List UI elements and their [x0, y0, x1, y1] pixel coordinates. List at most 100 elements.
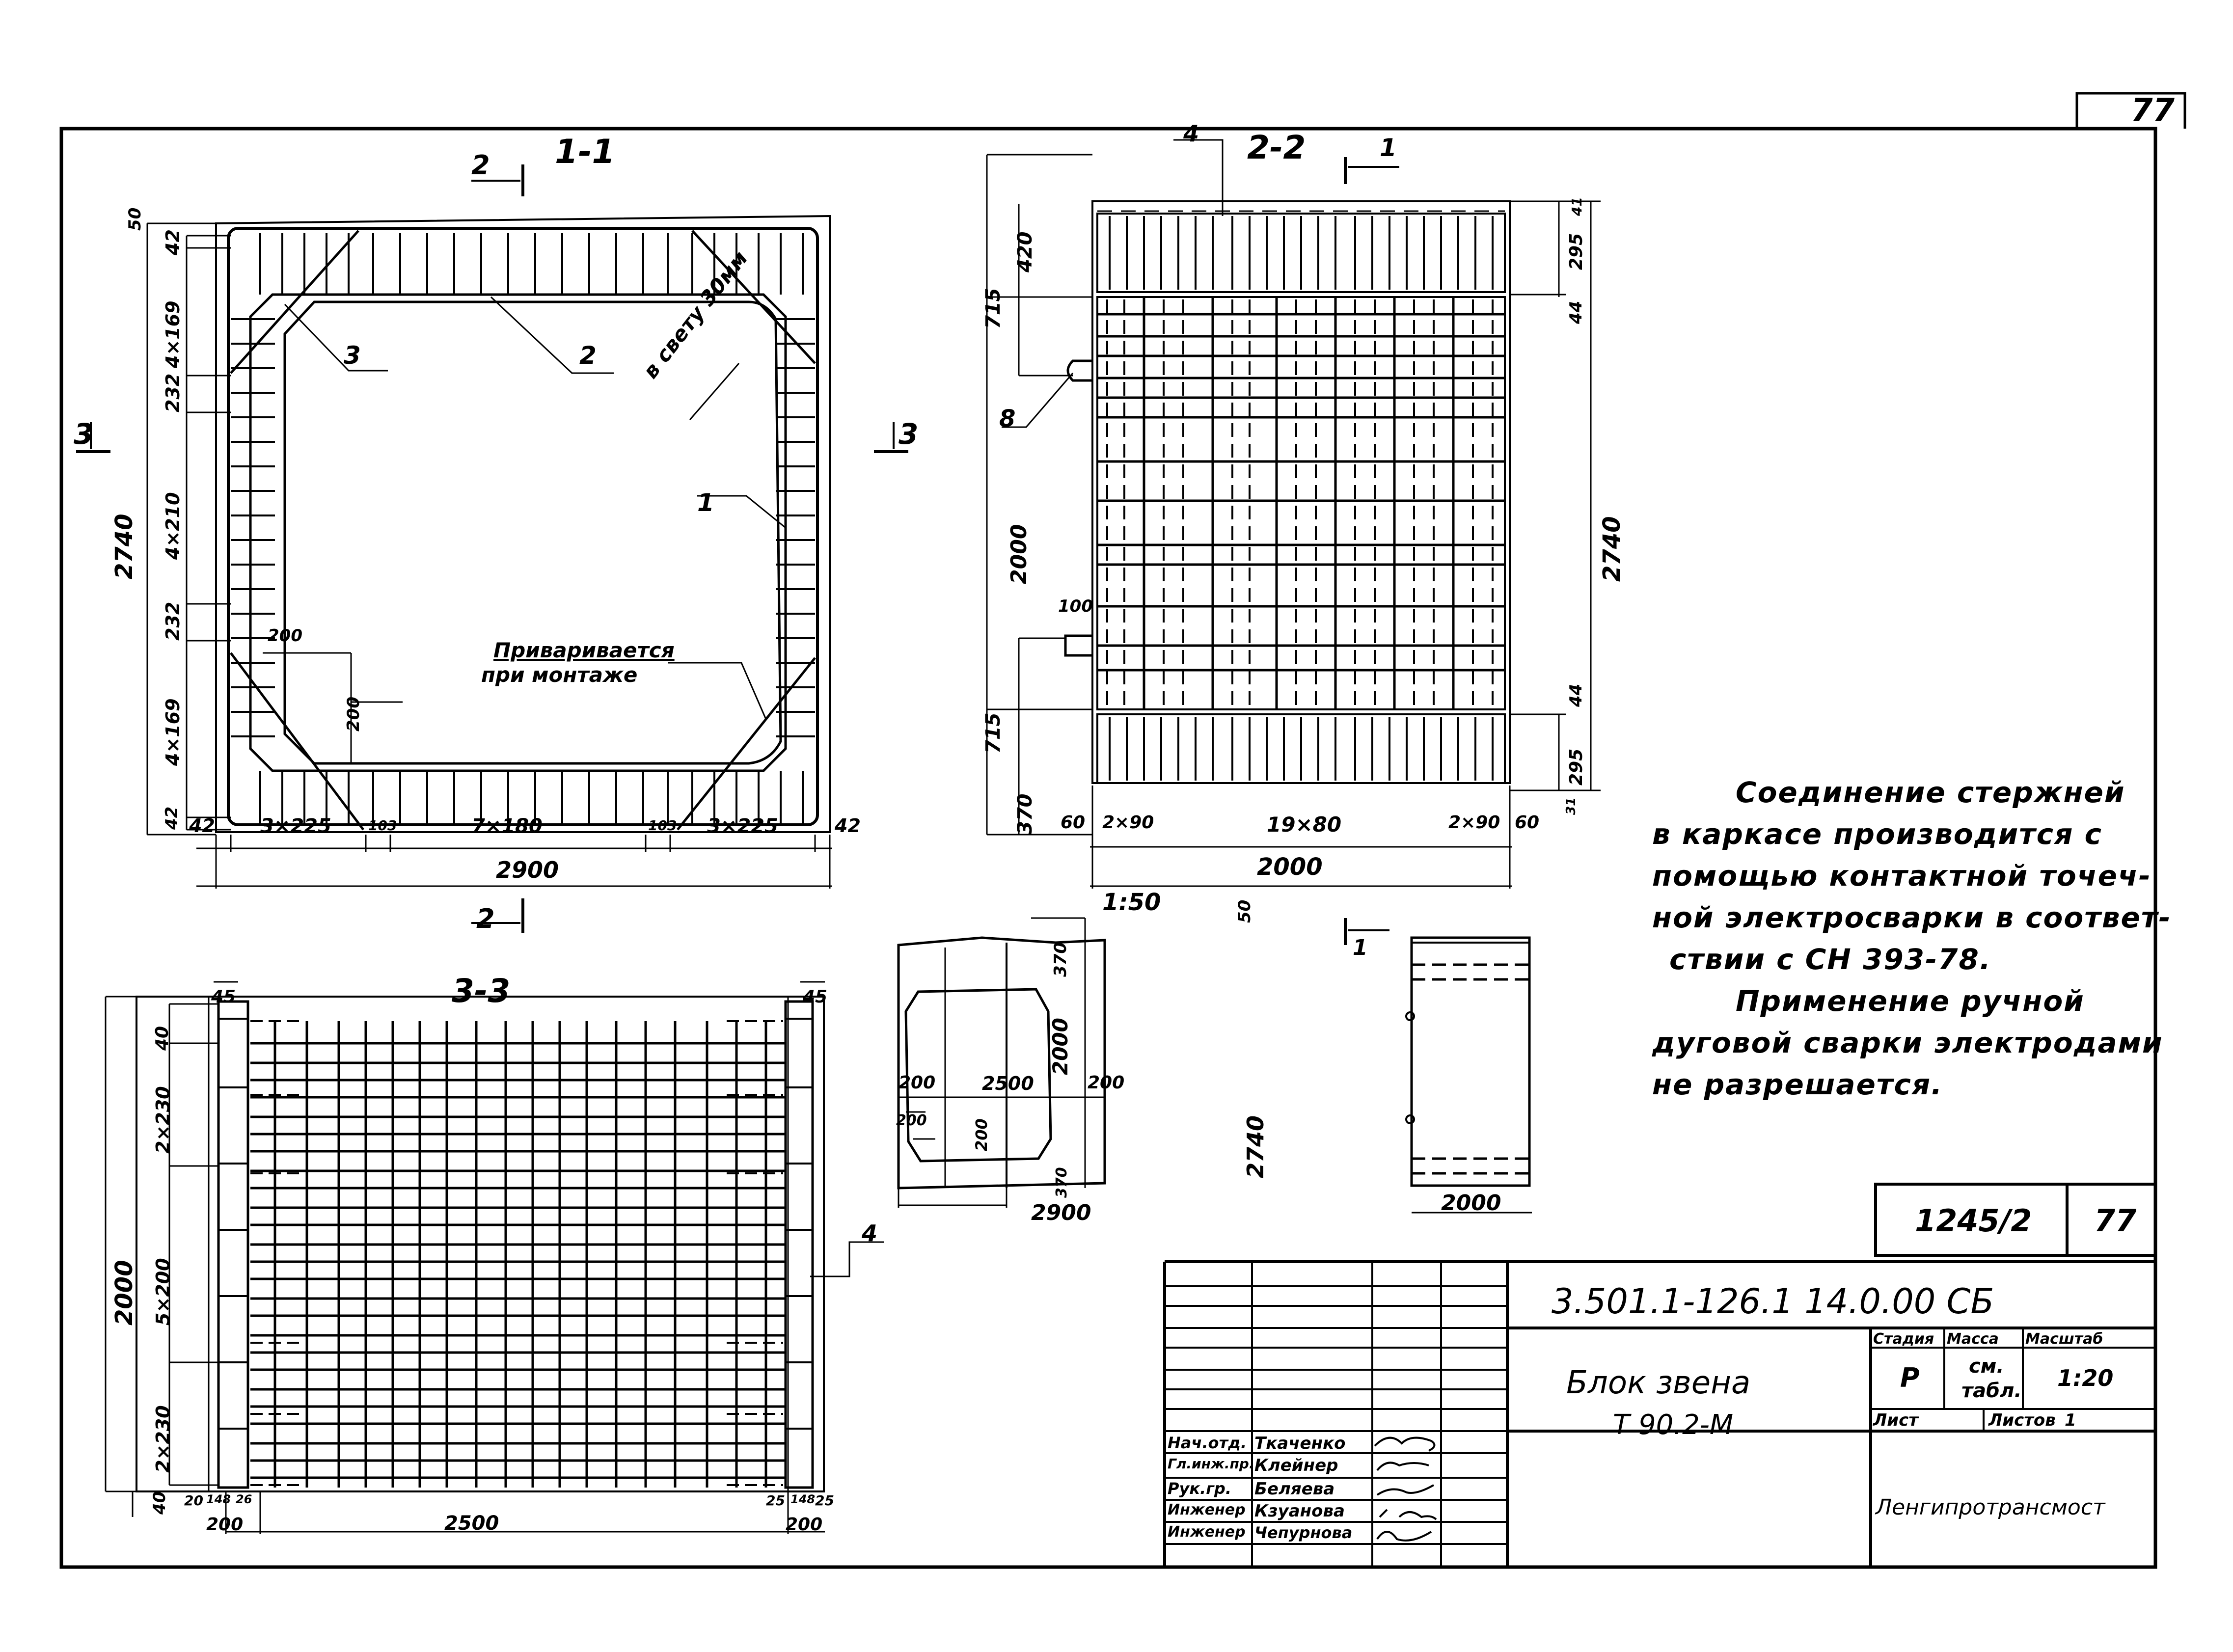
dim-label: 200 — [1088, 1073, 1125, 1093]
dim-label: 100 — [1058, 596, 1093, 616]
corner-number-box — [2075, 92, 2186, 129]
cut-mark-label: 3 — [899, 417, 919, 451]
leader-label: 8 — [999, 405, 1016, 433]
dim-label: 200 — [972, 1118, 991, 1151]
dim-label: 2×230 — [152, 1405, 174, 1473]
cut-mark-label: 2 — [476, 903, 495, 934]
note-line: Применение ручной — [1736, 984, 2085, 1018]
dim-label: 103 — [368, 817, 397, 834]
dim-label: 295 — [1566, 233, 1586, 270]
dim-label: 45 — [803, 987, 828, 1007]
signature-name: Ткаченко — [1254, 1434, 1346, 1453]
dim-label: 420 — [1014, 231, 1036, 273]
mass-value: табл. — [1961, 1380, 2022, 1402]
weld-note: Приваривается — [493, 638, 675, 662]
header-mass: Масса — [1947, 1330, 1999, 1348]
dim-label: 5×200 — [152, 1258, 174, 1326]
cut-mark-label: 1 — [1353, 935, 1368, 960]
dim-label: 148 — [206, 1492, 231, 1506]
dim-label: 20 — [184, 1492, 203, 1509]
dim-label: 2740 — [1242, 1115, 1269, 1178]
dim-label: 40 — [152, 1026, 172, 1051]
cut-mark-label: 1 — [1380, 134, 1397, 162]
note-line: ствии с СН 393-78. — [1669, 943, 1991, 976]
organization: Ленгипротрансмост — [1876, 1495, 2105, 1520]
dim-label: 200 — [899, 1073, 936, 1093]
dim-label: 60 — [1515, 812, 1540, 833]
dim-label: 40 — [150, 1491, 169, 1515]
dim-label: 25 — [815, 1492, 834, 1509]
dim-label: 44 — [1566, 300, 1586, 324]
leader-label: 4 — [1183, 120, 1199, 147]
dim-label: 2×90 — [1448, 812, 1500, 833]
dim-label: 44 — [1566, 683, 1586, 707]
overview-lines — [897, 917, 1532, 1214]
document-code: 3.501.1-126.1 14.0.00 СБ — [1552, 1281, 1994, 1322]
scale-label: 1:50 — [1102, 889, 1161, 916]
signature-role: Гл.инж.пр. — [1168, 1456, 1254, 1472]
dim-label: 3×225 — [260, 815, 331, 838]
dim-label: 25 — [766, 1492, 785, 1509]
dim-label: 3×225 — [707, 815, 778, 838]
dim-label: 200 — [786, 1515, 823, 1535]
dim-total-width: 2000 — [1257, 853, 1323, 881]
dim-label: 2500 — [982, 1073, 1034, 1094]
dim-label: 42 — [189, 815, 215, 837]
sheet-label: Лист — [1873, 1410, 1918, 1430]
section-title: 1-1 — [555, 133, 615, 171]
section-1-1-lines — [76, 164, 908, 933]
section-3-3-lines — [105, 981, 884, 1534]
dim-label: 148 — [790, 1492, 816, 1506]
dim-label: 715 — [982, 288, 1005, 329]
dim-label: 232 — [162, 601, 184, 641]
dim-label: 715 — [982, 712, 1005, 754]
sheets-label: Листов — [1988, 1410, 2056, 1430]
dim-label: 50 — [1235, 899, 1254, 923]
dim-label: 50 — [125, 207, 145, 231]
signature-name: Чепурнова — [1254, 1523, 1353, 1542]
dim-label: 200 — [268, 626, 302, 646]
dim-label: 2900 — [1031, 1200, 1091, 1225]
signature-role: Инженер — [1168, 1523, 1246, 1541]
section-2-2-lines — [986, 139, 1601, 889]
dim-label: 26 — [236, 1492, 252, 1506]
leader-label: 1 — [697, 488, 714, 517]
dim-label: 31 — [1564, 797, 1579, 815]
dim-label: 200 — [896, 1112, 927, 1129]
header-stage: Стадия — [1873, 1330, 1934, 1348]
dim-label: 4×169 — [162, 698, 184, 766]
leader-label: 3 — [344, 341, 361, 370]
signature-role: Рук.гр. — [1168, 1479, 1231, 1498]
dim-total-height: 2740 — [110, 514, 138, 579]
dim-label: 42 — [162, 229, 184, 255]
signature-name: Беляева — [1254, 1479, 1335, 1499]
dim-label: 232 — [162, 373, 184, 412]
note-line: не разрешается. — [1652, 1068, 1943, 1101]
dim-label: 200 — [206, 1515, 244, 1535]
dim-label: 2×90 — [1102, 812, 1154, 833]
dim-label: 200 — [344, 697, 363, 731]
scale-value: 1:20 — [2057, 1365, 2114, 1391]
dim-label: 2000 — [1048, 1018, 1072, 1075]
dim-label: 370 — [1051, 942, 1070, 977]
title-block-lines — [1163, 1183, 2157, 1566]
dim-total-height: 2740 — [1598, 516, 1626, 582]
cut-mark-label: 3 — [74, 417, 94, 451]
weld-note: при монтаже — [481, 663, 638, 687]
note-line: в каркасе производится с — [1652, 817, 2102, 851]
sheet-corner-number: 77 — [2131, 92, 2175, 129]
dim-label: 7×180 — [471, 815, 543, 838]
section-title: 3-3 — [452, 972, 511, 1010]
sheet-code: 77 — [2094, 1203, 2137, 1239]
note-line: ной электросварки в соответ- — [1652, 901, 2172, 934]
mass-value: см. — [1969, 1355, 2004, 1378]
dim-label: 42 — [162, 806, 182, 830]
dim-label: 4×210 — [162, 492, 184, 560]
sheet-frame — [59, 127, 2157, 1569]
section-title: 2-2 — [1247, 129, 1306, 166]
dim-label: 42 — [835, 815, 861, 837]
dim-total-width: 2900 — [496, 857, 559, 883]
dim-label: 103 — [648, 817, 677, 834]
drawing-name: Т 90.2-М — [1613, 1409, 1734, 1441]
